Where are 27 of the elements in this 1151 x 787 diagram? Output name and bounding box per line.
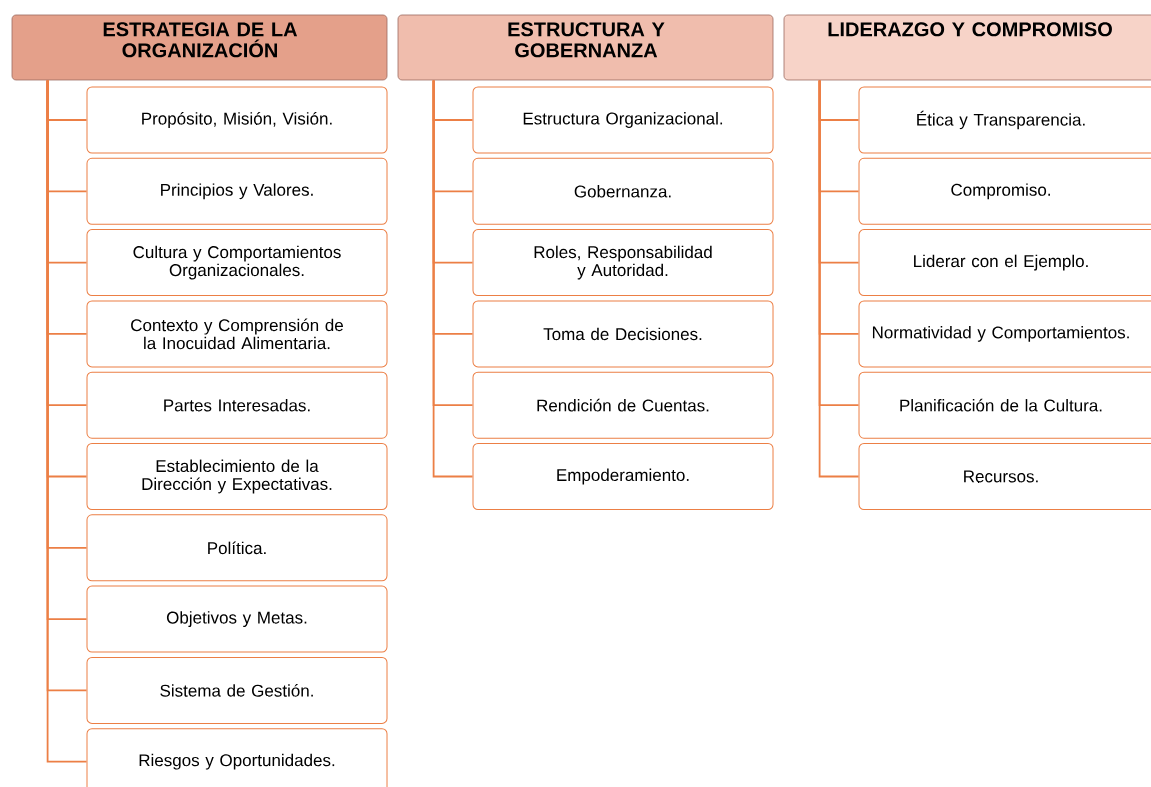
connector [432, 79, 474, 478]
item-box: Objetivos y Metas. [86, 585, 388, 653]
item-box: Rendición de Cuentas. [472, 371, 774, 439]
item-box: Política. [86, 514, 388, 582]
item-box: Toma de Decisiones. [472, 300, 774, 368]
item-box: Compromiso. [858, 157, 1151, 225]
item-box: Contexto y Comprensión de la Inocuidad Alimentaria. [86, 300, 388, 368]
item-box: Establecimiento de la Dirección y Expectativas. [86, 443, 388, 510]
header-box: LIDERAZGO Y COMPROMISO [783, 14, 1151, 81]
header-box: ESTRATEGIA DE LA ORGANIZACIÓN [11, 14, 388, 81]
item-box: Empoderamiento. [472, 443, 774, 510]
item-box: Propósito, Misión, Visión. [86, 86, 388, 154]
connector [818, 79, 860, 478]
header-box: ESTRUCTURA Y GOBERNANZA [397, 14, 774, 81]
item-box: Roles, Responsabilidad y Autoridad. [472, 229, 774, 297]
item-box: Riesgos y Oportunidades. [86, 728, 388, 787]
item-box: Planificación de la Cultura. [858, 371, 1151, 439]
item-box: Normatividad y Comportamientos. [858, 300, 1151, 368]
item-box: Gobernanza. [472, 157, 774, 225]
item-box: Sistema de Gestión. [86, 656, 388, 724]
item-box: Estructura Organizacional. [472, 86, 774, 154]
item-box: Principios y Valores. [86, 157, 388, 225]
item-box: Recursos. [858, 443, 1151, 510]
item-box: Partes Interesadas. [86, 371, 388, 439]
item-box: Ética y Transparencia. [858, 86, 1151, 154]
item-box: Cultura y Comportamientos Organizacionales. [86, 229, 388, 297]
item-box: Liderar con el Ejemplo. [858, 229, 1151, 297]
